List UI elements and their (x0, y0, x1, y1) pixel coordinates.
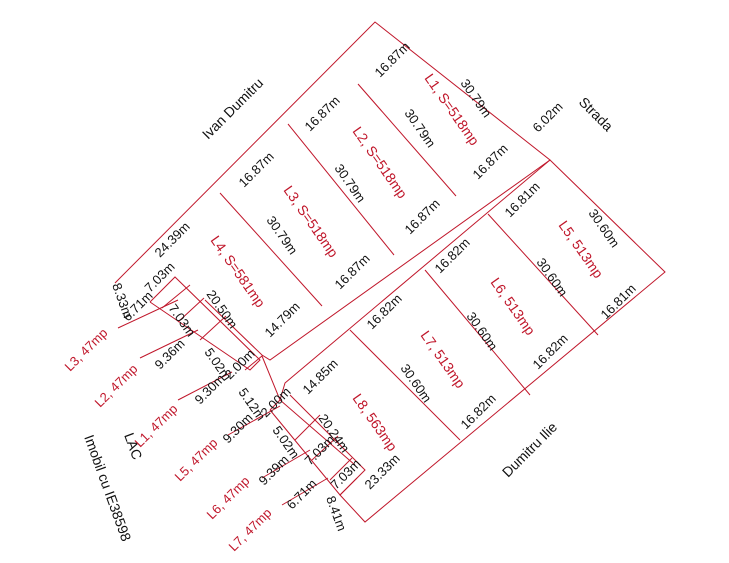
small-lot-label-l3: L3, 47mp (62, 325, 111, 374)
dim-strip-5-02-b: 5.02m (270, 423, 303, 461)
dim-l5-bottom: 16.81m (598, 281, 639, 322)
dim-l3-bottom: 16.87m (332, 251, 373, 292)
dim-corner-east: 6.02m (530, 99, 566, 135)
dim-l8-bottom: 23.33m (362, 451, 403, 492)
dim-l6-top: 16.82m (432, 235, 473, 276)
dim-l5-top: 16.81m (502, 179, 543, 220)
dim-l3-side: 30.79m (332, 161, 369, 205)
leader-lines (117, 299, 329, 506)
dim-l6-bottom: 16.82m (530, 331, 571, 372)
dim-strip-7-03-a: 7.03m (142, 259, 178, 295)
small-lot-label-l6: L6, 47mp (204, 473, 253, 522)
small-lot-label-l1: L1, 47mp (132, 401, 181, 450)
dim-l2-top: 16.87m (302, 93, 343, 134)
dim-strip-9-36: 9.36m (152, 336, 188, 372)
dim-l2-side: 30.79m (402, 106, 439, 150)
small-lot-label-l2: L2, 47mp (92, 361, 141, 410)
dim-l7-bottom: 16.82m (458, 391, 499, 432)
dim-strip-7-03-c: 7.03m (302, 432, 338, 468)
lot-label-l6: L6, 513mp (488, 275, 539, 339)
dim-l4-side: 30.79m (264, 213, 301, 257)
street-ivan-dumitru: Ivan Dumitru (199, 75, 266, 142)
top-block-outline (114, 21, 551, 361)
street-dumitru-ilie: Dumitru Ilie (499, 419, 561, 481)
dim-l4-west: 20.50m (204, 287, 241, 331)
small-lot-label-l5: L5, 47mp (172, 435, 221, 484)
dim-l7-side: 30.60m (464, 309, 501, 353)
dim-l6-side: 30.60m (534, 255, 571, 299)
dim-strip-6-71-b: 6.71m (284, 476, 320, 512)
street-strada: Strada (576, 94, 617, 135)
lot-label-l8: L8, 563mp (350, 391, 401, 455)
bottom-block-outline (279, 159, 666, 523)
dim-l2-bottom: 16.87m (402, 196, 443, 237)
dim-strip-8-41-bottom: 8.41m (323, 494, 349, 533)
dim-l3-top: 16.87m (236, 149, 277, 190)
dim-l1-top: 16.87m (372, 39, 413, 80)
dim-strip-9-30-a: 9.30m (192, 371, 228, 407)
dim-l8-top: 14.85m (300, 356, 341, 397)
dim-strip-7-03-b: 7.03m (166, 301, 199, 339)
dim-l4-bottom: 14.79m (262, 299, 303, 340)
dim-strip-7-03-d: 7.03m (328, 456, 364, 492)
dim-strip-9-39: 9.39m (256, 452, 292, 488)
dim-strip-9-30-b: 9.30m (220, 410, 256, 446)
dim-l1-bottom: 16.87m (470, 141, 511, 182)
small-lot-label-l7: L7, 47mp (226, 505, 275, 554)
